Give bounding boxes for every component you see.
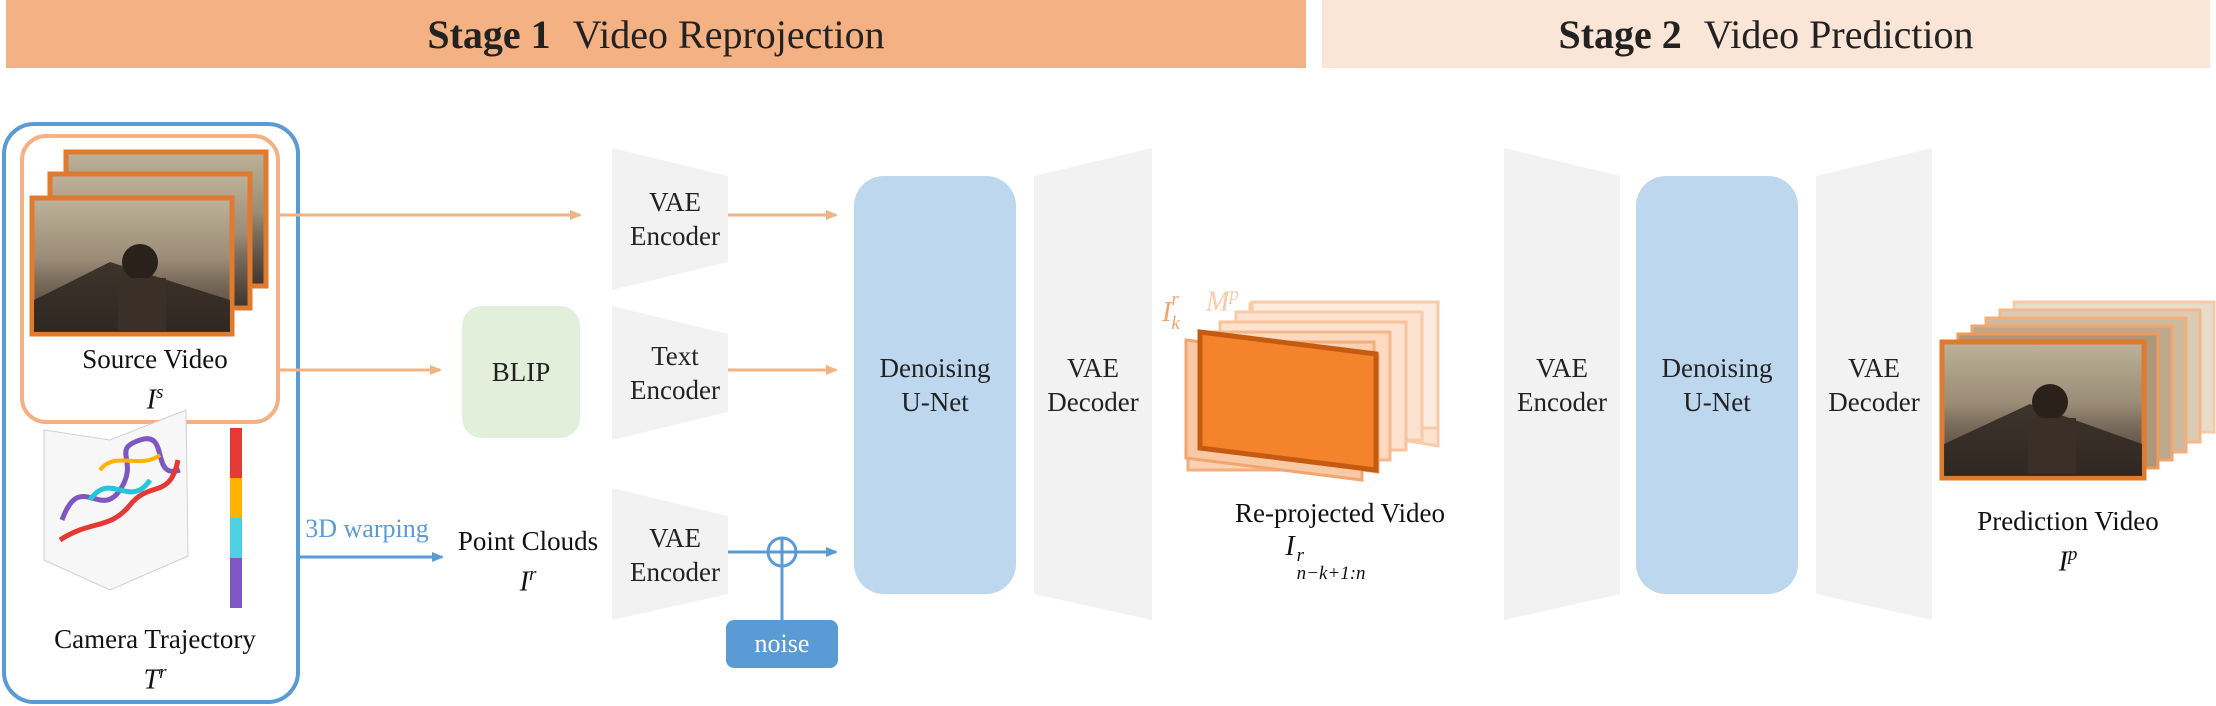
stage2-banner: Stage 2 Video Prediction [1322,0,2210,68]
stage1-banner: Stage 1 Video Reprojection [6,0,1306,68]
vae-encoder-bottom-shape [612,488,728,620]
noise-box [726,620,838,668]
noise-label: noise [754,629,810,658]
camera-trajectory-symbol: Tr [143,662,167,696]
prediction-video-label: Prediction Video Ip [1950,504,2186,579]
vae-decoder-2-shape [1816,148,1932,620]
source-video-label: Source Video Is [30,342,280,417]
reprojected-video-frames [1184,300,1440,482]
text-encoder-shape [612,306,728,440]
reprojected-front-frame [1197,329,1379,473]
prediction-video-frames [1939,300,2216,481]
source-video-box [20,134,280,424]
mask-symbol: Mp [1206,284,1239,318]
source-video-symbol: Is [146,382,164,416]
point-clouds-label: Point Clouds Ir [448,524,608,599]
vae-decoder-1-shape [1034,148,1152,620]
denoising-unet-1-box [854,176,1016,594]
blip-label: BLIP [491,357,551,387]
camera-trajectory-label: Camera Trajectory Tr [20,622,290,697]
denoising-unet-2-box [1636,176,1798,594]
warping-label: 3D warping [305,514,429,543]
stage1-title: Video Reprojection [572,11,885,57]
blip-box [462,306,580,438]
stage2-title: Video Prediction [1703,11,1974,57]
vae-encoder-top-shape [612,148,728,290]
vae-encoder-2-shape [1504,148,1620,620]
camera-trajectory-plot [43,409,242,608]
input-group-box [2,122,300,704]
point-clouds-symbol: Ir [519,564,537,598]
stage1-bold-label: Stage 1 [427,11,551,57]
stage2-bold-label: Stage 2 [1558,11,1682,57]
source-video-frames [29,149,269,337]
prediction-video-symbol: Ip [2058,544,2078,578]
